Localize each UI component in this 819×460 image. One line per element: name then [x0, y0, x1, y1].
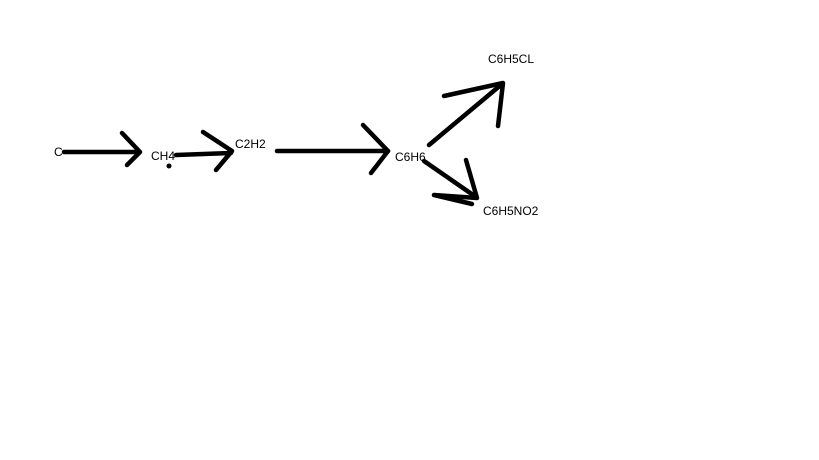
label-c6h5cl: C6H5CL	[488, 52, 535, 66]
stray-dot	[166, 163, 172, 169]
arrow-ch4-to-c2h2	[173, 129, 235, 173]
arrow-c-to-ch4	[61, 130, 143, 168]
arrow-c6h6-to-c6h5cl	[426, 80, 506, 148]
label-c2h2: C2H2	[235, 137, 266, 151]
arrow-c2h2-to-c6h6	[274, 122, 391, 176]
label-c: C	[54, 145, 63, 159]
label-c6h6: C6H6	[395, 150, 426, 164]
arrow-c6h6-to-c6h5no2	[421, 157, 480, 207]
label-c6h5no2: C6H5NO2	[483, 204, 539, 218]
label-ch4: CH4	[151, 149, 176, 163]
